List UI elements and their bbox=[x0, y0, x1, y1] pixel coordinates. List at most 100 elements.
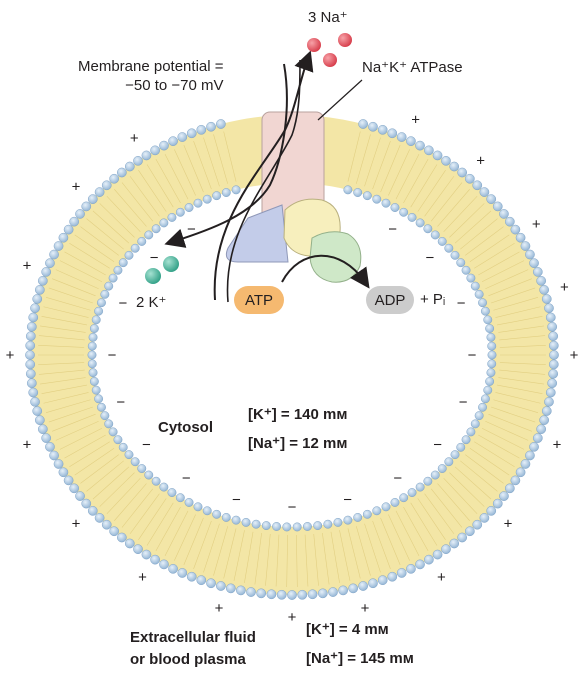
lipid-head bbox=[94, 187, 105, 197]
lipid-head bbox=[441, 544, 451, 555]
lipid-tail bbox=[498, 325, 545, 333]
lipid-head bbox=[536, 424, 547, 435]
lipid-head bbox=[116, 532, 127, 543]
positive-charge: + bbox=[411, 112, 420, 129]
lipid-tail bbox=[80, 226, 119, 256]
lipid-head bbox=[372, 194, 382, 204]
extracellular-potassium-concentration: [K⁺] = 4 mᴍ bbox=[306, 621, 389, 638]
lipid-head bbox=[196, 124, 207, 135]
lipid-tail bbox=[395, 510, 420, 557]
lipid-tail bbox=[437, 189, 470, 227]
lipid-head bbox=[167, 212, 177, 222]
lipid-tail bbox=[43, 392, 89, 404]
sodium-ion bbox=[307, 38, 321, 52]
positive-charge: + bbox=[130, 130, 139, 147]
lipid-head bbox=[317, 588, 328, 599]
potassium-import-arrow bbox=[164, 63, 288, 248]
lipid-head bbox=[175, 207, 185, 217]
lipid-head bbox=[485, 377, 495, 386]
negative-charge: − bbox=[468, 347, 477, 364]
lipid-tail bbox=[64, 434, 106, 459]
lipid-head bbox=[472, 180, 483, 191]
lipid-head bbox=[545, 312, 556, 323]
lipid-head bbox=[124, 450, 134, 460]
lipid-head bbox=[486, 194, 497, 204]
lipid-tail bbox=[146, 164, 174, 208]
positive-charge: + bbox=[570, 347, 579, 364]
lipid-head bbox=[168, 136, 178, 147]
membrane-potential-line1: Membrane potential = bbox=[78, 58, 224, 75]
sodium-ion bbox=[338, 33, 352, 47]
positive-charge: + bbox=[72, 515, 81, 532]
lipid-head bbox=[137, 237, 147, 246]
lipid-head bbox=[483, 315, 493, 325]
lipid-tail bbox=[286, 534, 288, 587]
lipid-head bbox=[307, 589, 318, 600]
lipid-head bbox=[159, 140, 169, 151]
lipid-tail bbox=[223, 528, 237, 579]
lipid-tail bbox=[495, 392, 541, 404]
lipid-head bbox=[45, 258, 55, 269]
lipid-tail bbox=[146, 502, 174, 546]
lipid-head bbox=[124, 250, 134, 260]
lipid-head bbox=[53, 459, 64, 469]
lipid-head bbox=[108, 273, 118, 283]
lipid-tail bbox=[460, 218, 498, 250]
lipid-tail bbox=[138, 498, 167, 540]
lipid-head bbox=[437, 237, 447, 246]
lipid-tail bbox=[474, 242, 515, 269]
lipid-tail bbox=[223, 131, 237, 182]
lipid-head bbox=[141, 150, 152, 161]
lipid-tail bbox=[488, 413, 532, 432]
lipid-head bbox=[25, 331, 36, 342]
lipid-head bbox=[216, 581, 226, 591]
lipid-head bbox=[539, 285, 550, 295]
lipid-tail bbox=[52, 413, 96, 432]
lipid-tail bbox=[403, 158, 429, 204]
lipid-head bbox=[118, 258, 128, 268]
lipid-head bbox=[124, 161, 135, 172]
lipid-head bbox=[130, 457, 140, 467]
extracellular-line1: Extracellular fluid bbox=[130, 629, 256, 646]
lipid-head bbox=[34, 285, 45, 295]
positive-charge: + bbox=[215, 600, 224, 617]
lipid-tail bbox=[59, 427, 103, 450]
lipid-head bbox=[415, 140, 425, 151]
lipid-head bbox=[186, 128, 197, 139]
lipid-tail bbox=[55, 269, 99, 290]
lipid-tail bbox=[114, 189, 147, 227]
lipid-head bbox=[406, 563, 416, 574]
lipid-head bbox=[396, 568, 407, 578]
lipid-head bbox=[30, 303, 40, 314]
lipid-head bbox=[81, 498, 92, 509]
lipid-head bbox=[470, 419, 480, 429]
lipid-head bbox=[34, 415, 45, 425]
inside-negative-charges: −−−−−−−−−−−−−−−−− bbox=[108, 221, 477, 516]
lipid-head bbox=[515, 232, 526, 243]
lipid-tail bbox=[174, 149, 196, 196]
lipid-tail bbox=[69, 441, 110, 468]
lipid-tail bbox=[498, 377, 545, 385]
lipid-tail bbox=[39, 325, 86, 333]
lipid-tail bbox=[424, 493, 455, 534]
lipid-tail bbox=[388, 149, 410, 196]
lipid-head bbox=[246, 587, 256, 597]
lipid-head bbox=[432, 549, 443, 560]
lipid-head bbox=[236, 585, 246, 596]
lipid-head bbox=[28, 312, 39, 323]
lipid-tail bbox=[129, 176, 160, 217]
positive-charge: + bbox=[6, 347, 15, 364]
lipid-tail bbox=[372, 520, 391, 569]
lipid-tail bbox=[454, 466, 492, 500]
negative-charge: − bbox=[142, 436, 151, 453]
lipid-tail bbox=[410, 502, 438, 546]
lipid-head bbox=[100, 289, 110, 299]
lipid-tail bbox=[437, 483, 470, 521]
lipid-tail bbox=[454, 210, 492, 244]
lipid-head bbox=[362, 191, 372, 201]
lipid-head bbox=[292, 522, 302, 532]
lipid-tail bbox=[304, 534, 309, 587]
lipid-head bbox=[196, 575, 207, 586]
lipid-head bbox=[88, 368, 98, 378]
lipid-tail bbox=[499, 335, 546, 341]
